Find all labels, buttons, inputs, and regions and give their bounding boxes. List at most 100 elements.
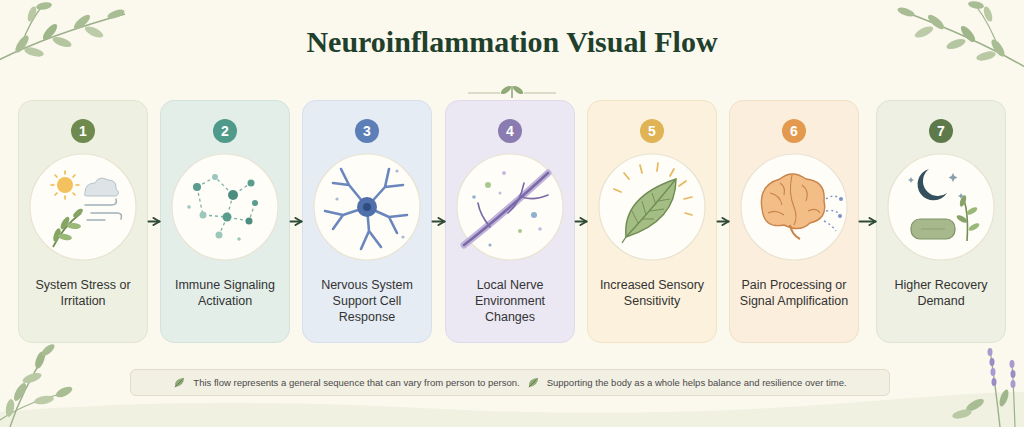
corner-lavender-bottom-right	[951, 408, 972, 421]
stress-illustration	[52, 227, 62, 242]
step-number: 4	[498, 119, 522, 143]
recovery-illustration	[921, 229, 945, 230]
flow-arrow	[860, 221, 876, 223]
brain-illustration	[741, 154, 847, 260]
step-card: 3Nervous System Support Cell Response	[302, 100, 432, 343]
note-text: This flow represents a general sequence …	[193, 377, 519, 389]
sensitivity-illustration	[599, 154, 705, 260]
corner-leaves-top-left	[0, 14, 125, 62]
recovery-illustration	[963, 197, 968, 241]
sensitivity-illustration	[626, 179, 676, 237]
recovery-illustration	[956, 214, 969, 225]
immune-signaling-illustration	[216, 232, 223, 239]
nerve-environment-illustration	[502, 171, 506, 175]
leaf-icon	[527, 376, 540, 389]
corner-leaves-top-right	[913, 24, 935, 40]
corner-leaves-top-left	[0, 1, 126, 62]
recovery-illustration	[968, 222, 981, 233]
corner-lavender-bottom-right	[992, 378, 997, 386]
corner-leaves-bottom-left	[21, 371, 43, 385]
step-card: 7Higher Recovery Demand	[876, 100, 1006, 343]
support-cell-illustration	[395, 169, 398, 172]
immune-signaling-illustration	[172, 154, 278, 260]
step-number: 3	[355, 119, 379, 143]
corner-lavender-bottom-right	[990, 350, 1000, 427]
corner-leaves-bottom-left	[12, 381, 29, 402]
sensitivity-illustration	[614, 163, 692, 215]
title-ornament	[512, 84, 525, 95]
corner-leaves-top-left	[83, 24, 105, 40]
immune-signaling-illustration	[246, 218, 253, 225]
immune-signaling-illustration	[252, 200, 258, 206]
title-ornament	[511, 86, 512, 98]
flow-arrow	[433, 221, 445, 223]
support-cell-illustration	[335, 197, 338, 200]
corner-leaves-top-right	[896, 6, 915, 19]
title-ornament	[500, 84, 513, 95]
nerve-environment-illustration	[464, 173, 548, 245]
corner-leaves-bottom-left	[33, 394, 54, 405]
immune-signaling-illustration	[200, 212, 207, 219]
step-number: 1	[71, 119, 95, 143]
title-ornament	[468, 84, 556, 98]
corner-lavender-bottom-right	[951, 348, 1015, 427]
immune-signaling-illustration	[228, 190, 238, 200]
immune-signaling-illustration	[172, 154, 278, 260]
flow-arrow	[149, 221, 160, 223]
step-label: Higher Recovery Demand	[883, 277, 999, 309]
sensitivity-illustration	[599, 154, 705, 260]
stress-illustration	[30, 154, 136, 260]
flow-arrow	[576, 221, 587, 223]
corner-leaves-top-left	[106, 8, 125, 21]
corner-leaves-bottom-left	[54, 385, 74, 400]
sensitivity-illustration	[632, 193, 670, 223]
corner-leaves-bottom-left	[4, 398, 15, 417]
immune-signaling-illustration	[197, 177, 255, 235]
immune-signaling-illustration	[237, 237, 241, 241]
corner-leaves-top-left	[26, 5, 38, 22]
immune-signaling-illustration	[193, 183, 201, 191]
support-cell-illustration	[363, 203, 371, 211]
bottom-wave	[0, 392, 1024, 427]
note-box: This flow represents a general sequence …	[130, 369, 890, 396]
step-label: Immune Signaling Activation	[167, 277, 283, 309]
stress-illustration	[30, 154, 136, 260]
step-label: System Stress or Irritation	[25, 277, 141, 309]
corner-leaves-top-right	[905, 12, 1024, 70]
step-card: 2Immune Signaling Activation	[160, 100, 290, 343]
support-cell-illustration	[314, 154, 420, 260]
corner-leaves-top-right	[896, 0, 1024, 70]
step-label: Increased Sensory Sensitivity	[594, 277, 710, 309]
corner-leaves-top-left	[23, 46, 44, 59]
recovery-illustration	[959, 194, 968, 207]
immune-signaling-illustration	[212, 174, 218, 180]
nerve-environment-illustration	[485, 182, 491, 188]
support-cell-illustration	[325, 169, 407, 249]
step-card: 5Increased Sensory Sensitivity	[587, 100, 717, 343]
step-number: 6	[782, 119, 806, 143]
recovery-illustration	[888, 154, 994, 260]
corner-lavender-bottom-right	[1011, 370, 1016, 378]
immune-signaling-illustration	[248, 180, 255, 187]
brain-illustration	[824, 196, 840, 231]
corner-lavender-bottom-right	[1010, 360, 1015, 368]
stress-illustration	[51, 171, 79, 199]
brain-illustration	[761, 174, 824, 229]
corner-leaves-top-left	[36, 1, 53, 11]
sensitivity-illustration	[622, 179, 676, 243]
step-card: 4Local Nerve Environment Changes	[445, 100, 575, 343]
step-number: 2	[213, 119, 237, 143]
nerve-environment-illustration	[457, 154, 563, 260]
recovery-illustration	[966, 206, 979, 217]
nerve-environment-illustration	[518, 229, 522, 233]
immune-signaling-illustration	[223, 213, 232, 222]
nerve-environment-illustration	[464, 173, 548, 245]
stress-illustration	[85, 199, 122, 220]
corner-lavender-bottom-right	[990, 358, 995, 366]
step-number: 7	[929, 119, 953, 143]
brain-illustration	[839, 197, 843, 201]
step-card: 6Pain Processing or Signal Amplification	[729, 100, 859, 343]
brain-illustration	[790, 225, 800, 239]
corner-leaves-bottom-left	[0, 342, 74, 427]
